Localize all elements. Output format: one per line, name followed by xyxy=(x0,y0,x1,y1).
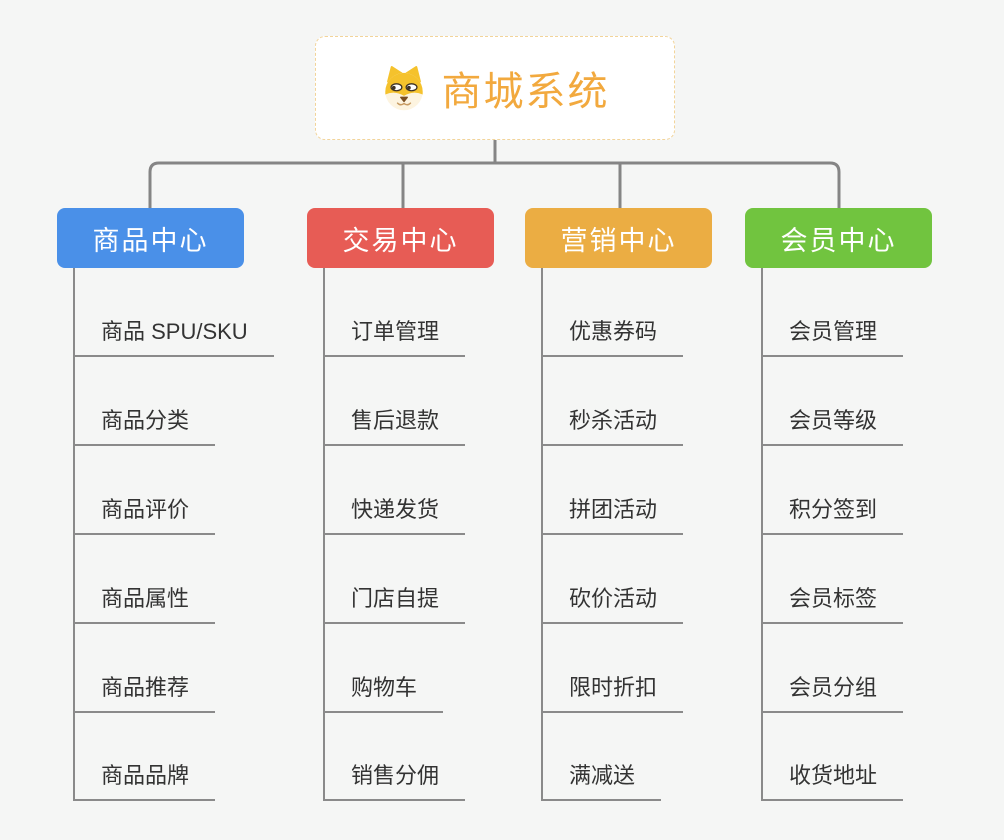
mindmap-item[interactable]: 会员标签 xyxy=(761,576,904,624)
mindmap-item[interactable]: 拼团活动 xyxy=(541,487,684,535)
mindmap-item[interactable]: 优惠券码 xyxy=(541,309,684,357)
mindmap-item[interactable]: 满减送 xyxy=(541,753,662,801)
branch-product-center: 商品中心 商品 SPU/SKU 商品分类 商品评价 商品属性 商品推荐 商品品牌 xyxy=(57,208,317,808)
mindmap-item[interactable]: 限时折扣 xyxy=(541,665,684,713)
mindmap-item[interactable]: 积分签到 xyxy=(761,487,904,535)
branch-node-product-center[interactable]: 商品中心 xyxy=(57,208,244,268)
mindmap-item[interactable]: 商品品牌 xyxy=(73,753,216,801)
mindmap-item[interactable]: 购物车 xyxy=(323,665,444,713)
mindmap-item[interactable]: 秒杀活动 xyxy=(541,398,684,446)
branch-node-trade-center[interactable]: 交易中心 xyxy=(307,208,494,268)
root-node-mall-system[interactable]: 商城系统 xyxy=(315,36,675,140)
mindmap-item[interactable]: 商品 SPU/SKU xyxy=(73,309,274,357)
mindmap-item[interactable]: 门店自提 xyxy=(323,576,466,624)
branch-marketing-center: 营销中心 优惠券码 秒杀活动 拼团活动 砍价活动 限时折扣 满减送 xyxy=(525,208,785,808)
mindmap-item[interactable]: 销售分佣 xyxy=(323,753,466,801)
doge-face-icon xyxy=(384,66,423,111)
mindmap-item[interactable]: 会员分组 xyxy=(761,665,904,713)
mindmap-item[interactable]: 会员等级 xyxy=(761,398,904,446)
mindmap-item[interactable]: 售后退款 xyxy=(323,398,466,446)
mindmap-item[interactable]: 会员管理 xyxy=(761,309,904,357)
mindmap-item[interactable]: 砍价活动 xyxy=(541,576,684,624)
mindmap-item[interactable]: 商品评价 xyxy=(73,487,216,535)
mindmap-item[interactable]: 订单管理 xyxy=(323,309,466,357)
mindmap-item[interactable]: 收货地址 xyxy=(761,753,904,801)
branch-member-center: 会员中心 会员管理 会员等级 积分签到 会员标签 会员分组 收货地址 xyxy=(745,208,1004,808)
mindmap-item[interactable]: 商品推荐 xyxy=(73,665,216,713)
branch-trade-center: 交易中心 订单管理 售后退款 快递发货 门店自提 购物车 销售分佣 xyxy=(307,208,567,808)
root-title: 商城系统 xyxy=(441,70,610,114)
mindmap-item[interactable]: 商品属性 xyxy=(73,576,216,624)
mindmap-item[interactable]: 快递发货 xyxy=(323,487,466,535)
branch-node-marketing-center[interactable]: 营销中心 xyxy=(525,208,712,268)
mindmap-item[interactable]: 商品分类 xyxy=(73,398,216,446)
branch-node-member-center[interactable]: 会员中心 xyxy=(745,208,932,268)
